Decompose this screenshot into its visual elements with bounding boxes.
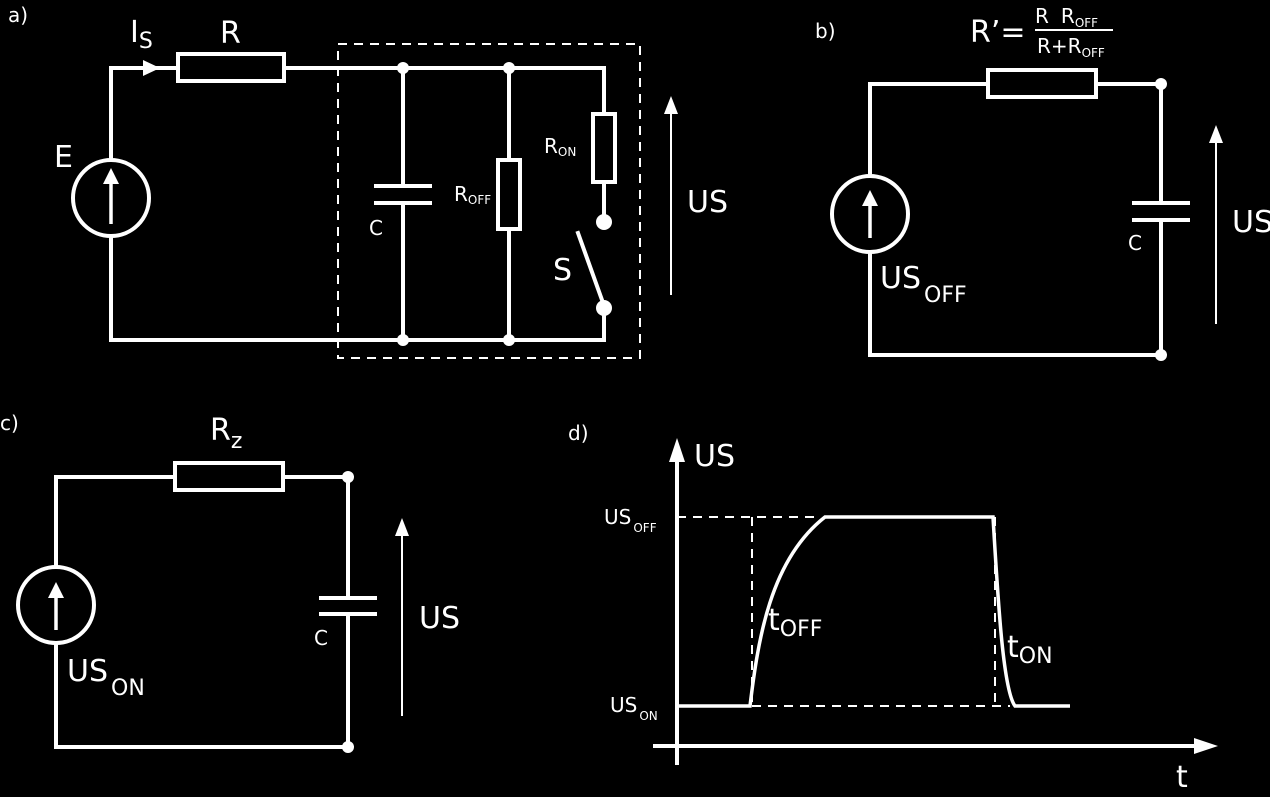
panel-a-label: a) xyxy=(8,3,28,27)
capacitor-c-c xyxy=(319,596,377,616)
voltage-arrowhead-a xyxy=(664,96,678,114)
resistor-r-prime xyxy=(986,68,1098,99)
resistor-ron xyxy=(591,112,617,184)
label-source-e: E xyxy=(54,140,73,175)
x-axis-arrowhead xyxy=(1194,738,1218,754)
resistor-r xyxy=(176,52,286,83)
label-t-off: tOFF xyxy=(768,603,822,642)
wire-c-right-top xyxy=(281,475,350,600)
junction xyxy=(397,334,409,346)
label-t-on: tON xyxy=(1007,630,1053,669)
formula-denominator: R+ROFF xyxy=(1037,34,1105,60)
current-arrow xyxy=(143,60,160,76)
panel-d-label: d) xyxy=(568,421,589,445)
label-x-axis: t xyxy=(1176,760,1188,795)
resistor-rz xyxy=(173,461,285,492)
junction xyxy=(503,334,515,346)
source-e-arrowhead xyxy=(103,168,119,184)
junction xyxy=(503,62,515,74)
label-current: IS xyxy=(130,15,153,54)
label-capacitor-b: C xyxy=(1128,231,1142,255)
label-voltage-b: US xyxy=(1232,205,1270,240)
label-voltage-c: US xyxy=(419,601,460,636)
panel-b-label: b) xyxy=(815,19,836,43)
switch-top-contact xyxy=(596,214,612,230)
voltage-arrowhead-c xyxy=(395,518,409,536)
wire-b-right-top xyxy=(1094,82,1163,205)
junction xyxy=(1155,349,1167,361)
label-voltage-a: US xyxy=(687,185,728,220)
wire-c-left xyxy=(54,475,177,749)
wire-b-left xyxy=(868,82,990,357)
panel-c-label: c) xyxy=(0,411,19,435)
label-ron: RON xyxy=(544,134,576,159)
panel-a: a) IS R xyxy=(8,3,728,359)
capacitor-c-a xyxy=(374,184,432,205)
junction xyxy=(397,62,409,74)
label-resistor-r: R xyxy=(220,16,241,51)
label-switch: S xyxy=(553,253,572,288)
label-roff: ROFF xyxy=(454,182,491,207)
junction xyxy=(342,471,354,483)
y-axis-arrowhead xyxy=(669,438,685,462)
switch-bottom-contact xyxy=(596,300,612,316)
source-c-arrowhead xyxy=(48,582,64,598)
wire-a-bottom xyxy=(109,308,606,342)
label-resistor-rz: Rz xyxy=(210,413,242,454)
resistor-roff xyxy=(496,158,522,231)
junction xyxy=(342,741,354,753)
junction xyxy=(1155,78,1167,90)
formula-lhs: R’= xyxy=(970,15,1026,50)
load-box xyxy=(337,43,641,359)
waveform-us xyxy=(677,515,1070,708)
wire-a-top xyxy=(282,66,606,116)
switch-s xyxy=(575,230,605,303)
source-b-arrowhead xyxy=(862,190,878,206)
label-capacitor-c: C xyxy=(314,626,328,650)
voltage-arrowhead-b xyxy=(1209,125,1223,143)
label-capacitor-a: C xyxy=(369,216,383,240)
capacitor-c-b xyxy=(1132,201,1190,222)
label-y-axis: US xyxy=(694,439,735,474)
